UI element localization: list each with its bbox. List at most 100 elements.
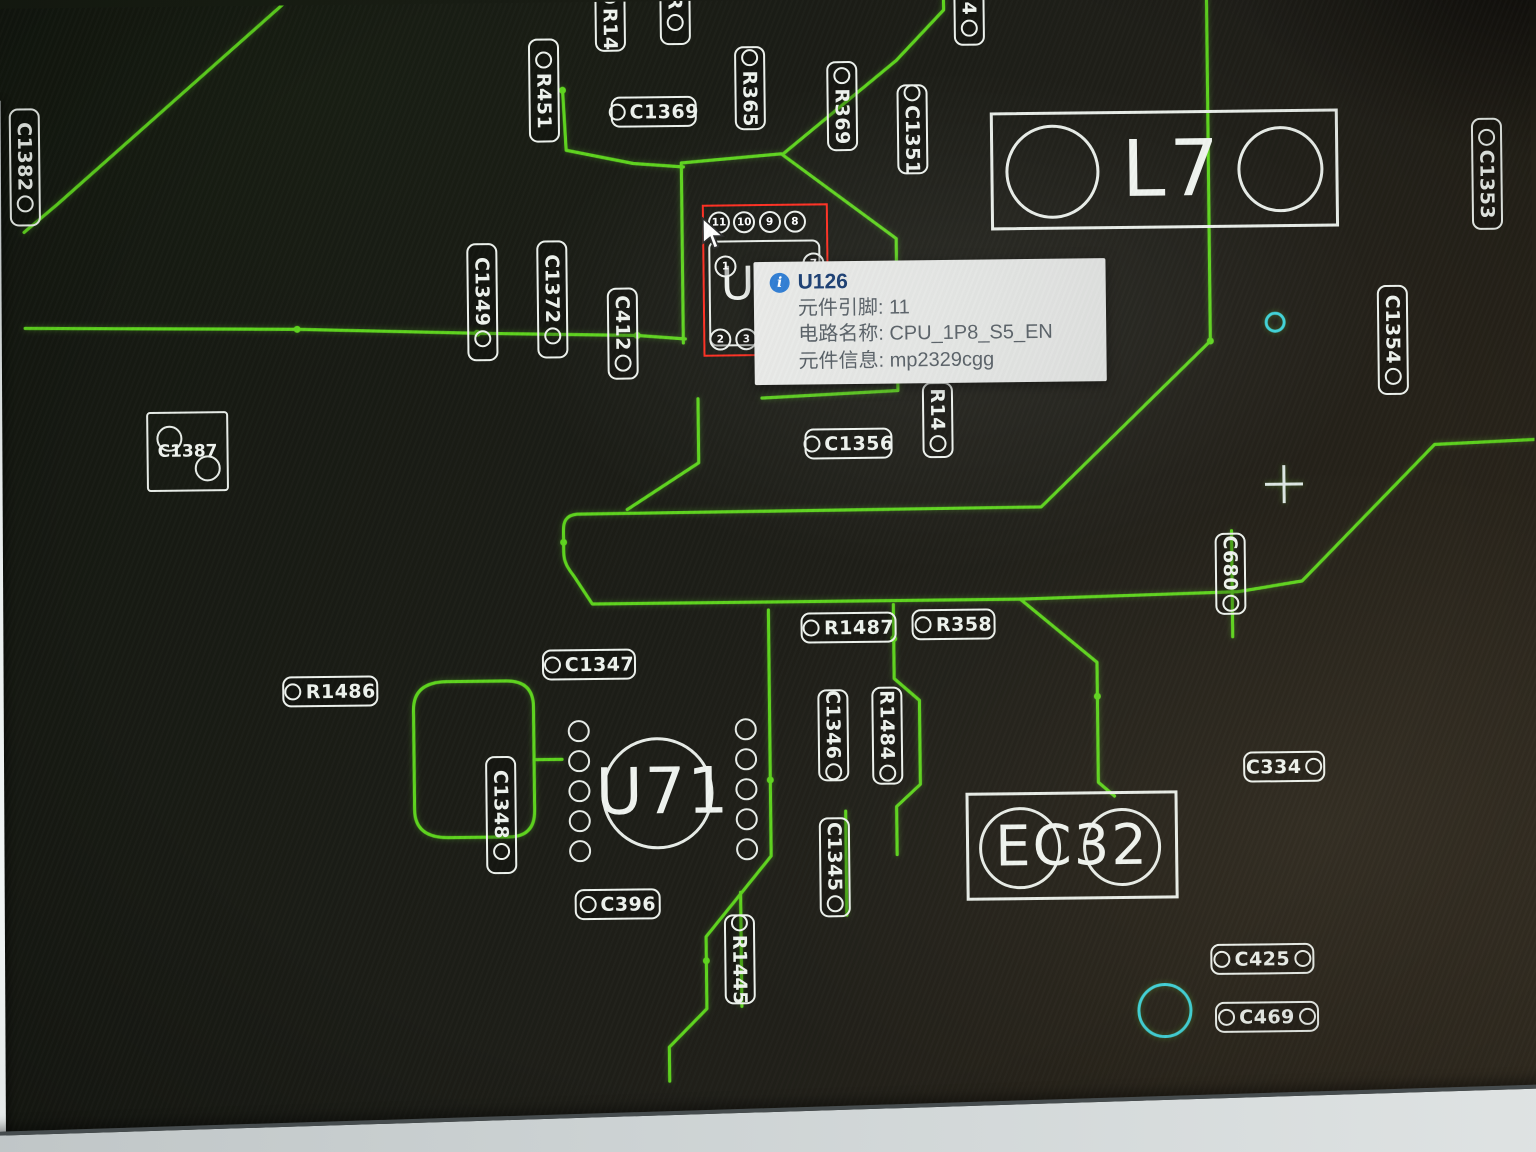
component-label-r1487[interactable]: R1487 [800,611,897,644]
label-text: R1484 [875,690,899,761]
label-text: C1348 [489,769,513,840]
pad-circle-icon [1213,950,1231,968]
component-label-r451[interactable]: R451 [527,38,561,143]
tooltip-row-net: 电路名称: CPU_1P8_S5_EN [798,321,1053,347]
pad-circle-icon [474,330,492,348]
label-text: C334 [1245,755,1302,779]
pad-circle-icon [825,763,843,781]
component-label-r365[interactable]: R365 [733,46,766,131]
component-ref-text: U71 [595,754,731,830]
component-label-r374[interactable]: R374 [952,0,985,46]
pad-circle-icon [535,51,553,69]
label-text: C412 [611,295,634,352]
label-text: R365 [738,70,762,127]
pad-circle-icon [493,843,511,861]
component-label-c680[interactable]: C680 [1214,532,1247,615]
pad-circle-icon [903,84,921,102]
pad-circle-icon [1384,367,1402,386]
pad-circle-icon [960,19,978,37]
pin-2[interactable]: 2 [709,328,732,351]
ic-pad-circle [567,720,590,743]
label-text: R14 [599,7,622,51]
component-label-c1382[interactable]: C1382 [8,108,41,227]
pad-circle-icon [614,354,632,373]
component-ec32[interactable]: EC32 [965,790,1179,901]
component-label-r14[interactable]: R14 [594,0,627,52]
label-text: C469 [1239,1005,1295,1029]
component-label-c1351[interactable]: C1351 [896,84,929,175]
component-label-c1346[interactable]: C1346 [817,689,850,782]
label-text: C425 [1234,947,1291,971]
pin-8[interactable]: 8 [783,210,806,233]
ic-pad-circle [734,718,757,741]
component-label-c1349[interactable]: C1349 [466,243,499,362]
component-label-c1372[interactable]: C1372 [536,240,569,359]
pad-circle-icon [1218,1008,1236,1026]
component-ref-text: L7 [1121,123,1224,215]
label-text: R374 [958,0,981,15]
via-highlight-circle [1137,983,1193,1039]
component-u71[interactable]: U71 [554,700,771,863]
component-label-c1354[interactable]: C1354 [1376,284,1409,396]
component-label-c425[interactable]: C425 [1210,942,1315,976]
pin-9[interactable]: 9 [758,210,781,234]
component-label-c469[interactable]: C469 [1214,1000,1320,1033]
via-highlight-dot [1264,311,1286,333]
pad-circle-icon [544,327,562,345]
label-text: R369 [830,88,854,145]
inductor-pad-circle [1236,125,1324,213]
component-l7[interactable]: L7 [989,108,1340,231]
label-text: R451 [532,72,556,130]
component-label-c396[interactable]: C396 [574,888,661,921]
label-text: C1369 [629,100,700,124]
pad-circle-icon [1294,949,1312,968]
component-label-r369[interactable]: R369 [826,60,859,152]
crosshair-marker-icon [1264,465,1304,504]
component-label-c1356[interactable]: C1356 [803,427,894,460]
component-label-c1369[interactable]: C1369 [608,95,700,128]
component-label-r1486[interactable]: R1486 [282,675,379,708]
label-text: C1346 [821,689,845,760]
component-label-r[interactable]: R [659,0,691,46]
pin-1[interactable]: 1 [714,255,737,278]
pad-circle-icon [579,895,597,914]
tooltip-row-part: 元件信息: mp2329cgg [798,348,995,373]
component-label-c1347[interactable]: C1347 [541,648,637,681]
pad-circle-icon [730,913,749,931]
component-c1387[interactable]: C1387 [146,411,230,493]
component-ref-text: EC32 [994,812,1150,879]
label-text: R1486 [305,679,376,703]
label-text: C1354 [1381,294,1405,365]
ic-pad-circle [568,840,592,863]
pad-circle-icon [741,49,759,67]
pad-circle-icon [826,895,844,913]
component-label-c412[interactable]: C412 [606,287,639,380]
pad-circle-icon [284,683,302,701]
ic-pad-circle [735,838,759,861]
pad-circle-icon [608,103,626,121]
component-label-r358[interactable]: R358 [911,608,996,641]
label-text: C1382 [13,122,37,192]
pad-circle-icon [1298,1007,1316,1026]
component-label-r14[interactable]: R14 [921,381,954,459]
component-label-r1484[interactable]: R1484 [871,686,904,785]
pad-circle-icon [16,195,34,213]
pad-circle-icon [543,656,561,674]
pad-circle-icon [929,434,947,452]
tooltip-row-pin: 元件引脚: 11 [797,296,910,320]
label-text: C1345 [823,821,847,892]
pad-circle-icon [666,13,684,32]
label-text: C396 [600,892,657,916]
label-text: R358 [935,612,993,636]
component-label-c1348[interactable]: C1348 [485,755,518,875]
pad-circle-icon [601,0,619,5]
info-icon: i [769,272,790,293]
component-label-c1353[interactable]: C1353 [1470,117,1504,230]
component-label-c1345[interactable]: C1345 [818,817,851,918]
pad-circle-icon [1477,128,1496,146]
component-label-c334[interactable]: C334 [1243,750,1326,783]
component-label-r1445[interactable]: R1445 [723,913,756,1005]
